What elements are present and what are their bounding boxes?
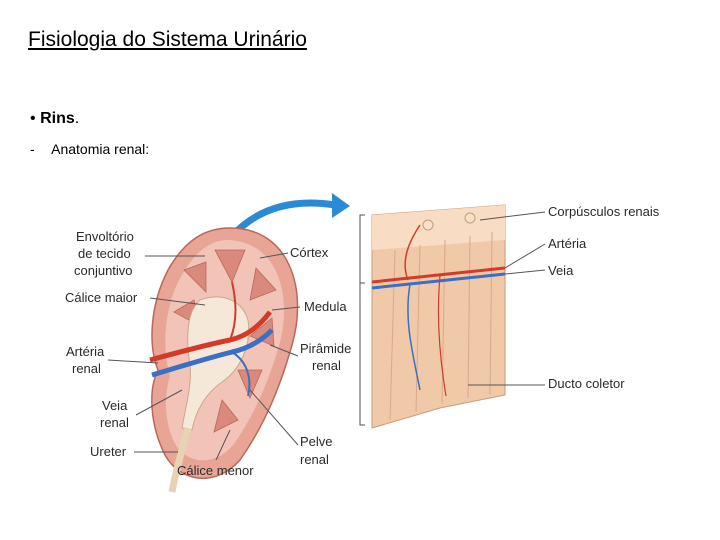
label-veia-renal-1: Veia bbox=[102, 398, 128, 413]
sub-bullet-marker: - bbox=[30, 141, 35, 157]
label-cortex: Córtex bbox=[290, 245, 329, 260]
label-arteria-renal-1: Artéria bbox=[66, 344, 105, 359]
sub-bullet-text: Anatomia renal: bbox=[51, 141, 150, 157]
label-ureter: Ureter bbox=[90, 444, 127, 459]
label-medula: Medula bbox=[304, 299, 347, 314]
kidney-section bbox=[149, 227, 299, 493]
arrowhead-icon bbox=[332, 193, 350, 218]
label-arteria-renal-2: renal bbox=[72, 361, 101, 376]
label-piramide-2: renal bbox=[312, 358, 341, 373]
label-veia: Veia bbox=[548, 263, 574, 278]
label-envoltorio-2: de tecido bbox=[78, 246, 131, 261]
bullet-text: Rins bbox=[40, 110, 75, 127]
bullet-marker: • bbox=[30, 110, 36, 127]
label-pelve-1: Pelve bbox=[300, 434, 333, 449]
bullet-suffix: . bbox=[74, 110, 80, 127]
label-ducto-coletor: Ducto coletor bbox=[548, 376, 625, 391]
page-title: Fisiologia do Sistema Urinário bbox=[28, 28, 307, 51]
label-corpusculos: Corpúsculos renais bbox=[548, 204, 660, 219]
label-veia-renal-2: renal bbox=[100, 415, 129, 430]
renal-pyramids bbox=[173, 249, 277, 433]
renal-artery bbox=[149, 310, 272, 363]
bullet-rins: • Rins. bbox=[30, 110, 79, 128]
label-envoltorio-3: conjuntivo bbox=[74, 263, 133, 278]
renal-vein bbox=[151, 328, 274, 378]
label-piramide-1: Pirâmide bbox=[300, 341, 351, 356]
block-artery bbox=[371, 266, 506, 284]
ureter bbox=[168, 427, 192, 493]
nephron-block bbox=[371, 204, 506, 429]
label-pelve-2: renal bbox=[300, 452, 329, 467]
label-calice-maior: Cálice maior bbox=[65, 290, 138, 305]
label-calice-menor: Cálice menor bbox=[177, 463, 254, 478]
sub-bullet-anatomia: - Anatomia renal: bbox=[30, 141, 149, 157]
block-vein bbox=[371, 272, 506, 290]
label-envoltorio-1: Envoltório bbox=[76, 229, 134, 244]
label-arteria: Artéria bbox=[548, 236, 587, 251]
